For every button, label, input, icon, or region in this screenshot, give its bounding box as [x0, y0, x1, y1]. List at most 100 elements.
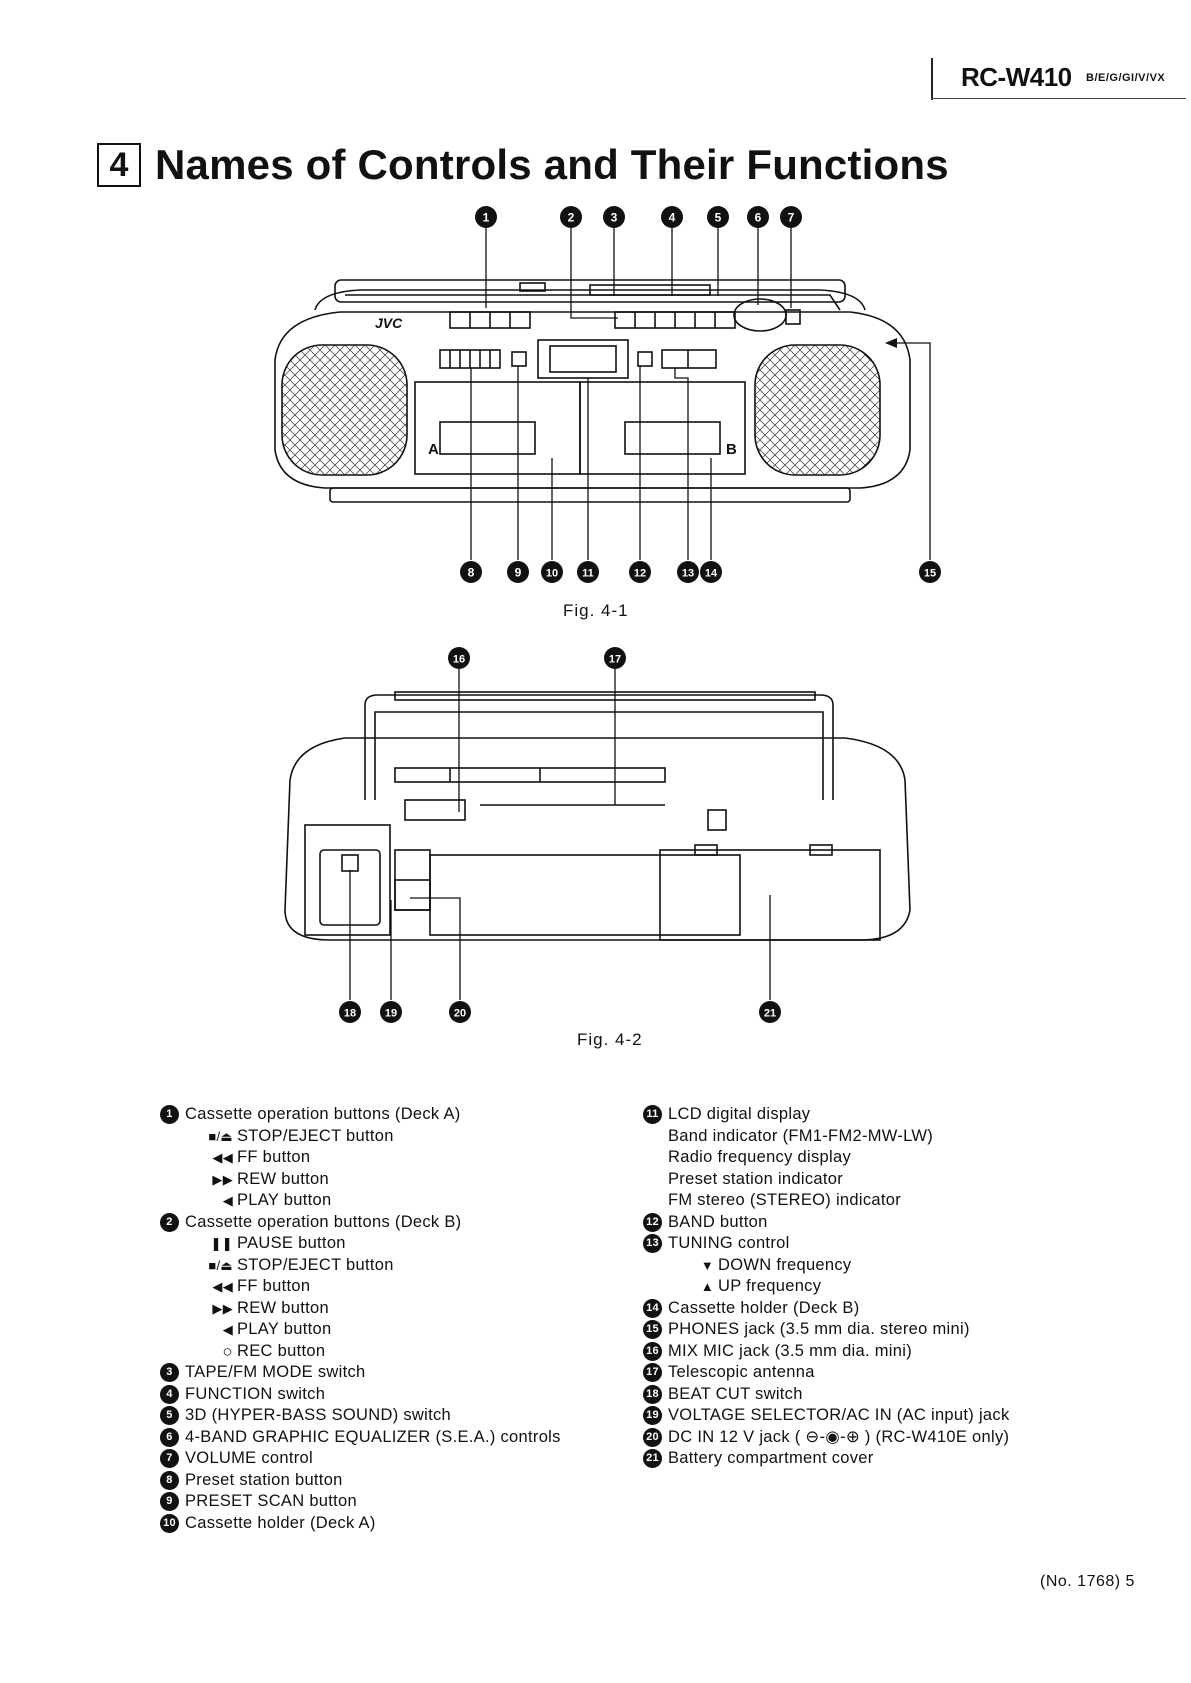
svg-text:1: 1	[483, 211, 490, 225]
svg-text:10: 10	[546, 568, 558, 580]
item-number-badge: 19	[643, 1406, 662, 1426]
item-text: TAPE/FM MODE switch	[185, 1363, 366, 1381]
item-text: STOP/EJECT button	[237, 1255, 394, 1274]
front-view-diagram: 1 2 3 4 5 6 7	[274, 206, 941, 583]
item-number-badge: 15	[643, 1320, 662, 1340]
item-number-badge: 18	[643, 1384, 662, 1404]
callout-9: 9	[507, 366, 529, 583]
svg-text:5: 5	[715, 211, 722, 225]
svg-text:6: 6	[755, 211, 762, 225]
svg-text:11: 11	[582, 568, 594, 580]
item-text: FF button	[237, 1148, 311, 1166]
item-text: FUNCTION switch	[185, 1384, 326, 1403]
down-arrow-icon: ▼	[700, 1257, 714, 1273]
item-text: Battery compartment cover	[668, 1449, 874, 1467]
item-number-badge: 12	[643, 1212, 662, 1232]
item-text: UP frequency	[718, 1277, 822, 1295]
page-number: 5	[1125, 1573, 1135, 1590]
deck-b-letter: B	[726, 441, 737, 458]
callout-2: 2	[560, 206, 618, 319]
item-number-badge: 6	[160, 1427, 179, 1447]
list-item: ◀PLAY button	[160, 1319, 561, 1341]
list-item: 4 FUNCTION switch	[160, 1384, 561, 1406]
svg-text:14: 14	[705, 568, 718, 580]
svg-text:9: 9	[515, 566, 522, 580]
list-item: Preset station indicator	[643, 1169, 1010, 1191]
item-text: Preset station indicator	[668, 1169, 844, 1188]
model-variants: B/E/G/GI/V/VX	[1086, 72, 1166, 84]
record-icon: ○	[222, 1341, 233, 1361]
callouts-rear-top: 16 17	[448, 647, 626, 812]
item-text: STOP/EJECT button	[237, 1126, 394, 1145]
list-item: 3 TAPE/FM MODE switch	[160, 1362, 561, 1384]
list-item: ◀ PLAY button	[160, 1190, 561, 1212]
list-item: ◀◀FF button	[160, 1276, 561, 1298]
rear-view-diagram: 16 17 18	[284, 647, 911, 1023]
item-text: REW button	[237, 1169, 329, 1188]
header-rule	[931, 98, 1186, 99]
fast-forward-icon: ◀◀	[212, 1279, 233, 1294]
svg-text:3: 3	[611, 211, 618, 225]
item-number-badge: 13	[643, 1234, 662, 1254]
section-title: Names of Controls and Their Functions	[155, 141, 949, 188]
controls-list-left: 1 Cassette operation buttons (Deck A) ■/⏏…	[160, 1104, 561, 1534]
item-text: Band indicator (FM1-FM2-MW-LW)	[668, 1126, 934, 1145]
item-text: MIX MIC jack (3.5 mm dia. mini)	[668, 1341, 912, 1360]
stop-eject-icon: ■/⏏	[208, 1257, 233, 1273]
list-item: ▶▶REW button	[160, 1298, 561, 1320]
list-item: ○REC button	[160, 1341, 561, 1363]
svg-text:17: 17	[609, 654, 621, 666]
svg-text:4: 4	[669, 211, 676, 225]
item-number-badge: 21	[643, 1449, 662, 1469]
item-number-badge: 4	[160, 1384, 179, 1404]
list-item: ❚❚PAUSE button	[160, 1233, 561, 1255]
fast-forward-icon: ◀◀	[212, 1150, 233, 1165]
svg-text:19: 19	[385, 1008, 397, 1020]
section-heading: 4 Names of Controls and Their Functions	[97, 140, 949, 190]
item-text: PLAY button	[237, 1191, 332, 1209]
item-number-badge: 11	[643, 1105, 662, 1125]
list-item: Band indicator (FM1-FM2-MW-LW)	[643, 1126, 1010, 1148]
item-text: REW button	[237, 1298, 329, 1317]
svg-text:12: 12	[634, 568, 646, 580]
item-text: PLAY button	[237, 1320, 332, 1338]
list-item: 21 Battery compartment cover	[643, 1448, 1010, 1470]
callout-8: 8	[460, 368, 482, 583]
callout-10: 10	[541, 458, 563, 583]
list-item: ■/⏏STOP/EJECT button	[160, 1255, 561, 1277]
item-text: PAUSE button	[237, 1234, 346, 1252]
item-text: BAND button	[668, 1212, 768, 1231]
item-number-badge: 3	[160, 1363, 179, 1383]
model-number: RC-W410	[961, 62, 1072, 92]
item-text: 3D (HYPER-BASS SOUND) switch	[185, 1406, 452, 1424]
callout-19: 19	[380, 900, 402, 1023]
list-item: ◀◀ FF button	[160, 1147, 561, 1169]
section-number: 4	[97, 143, 141, 187]
deck-a-letter: A	[428, 441, 439, 458]
fig2-caption: Fig. 4-2	[577, 1030, 643, 1049]
item-number-badge: 9	[160, 1492, 179, 1512]
stop-eject-icon: ■/⏏	[208, 1128, 233, 1144]
up-arrow-icon: ▲	[700, 1279, 714, 1294]
item-text: Cassette operation buttons (Deck A)	[185, 1105, 461, 1123]
list-item: ▲ UP frequency	[643, 1276, 1010, 1298]
callout-12: 12	[629, 366, 651, 583]
svg-text:21: 21	[764, 1008, 776, 1020]
play-icon: ◀	[222, 1193, 233, 1208]
list-item: FM stereo (STEREO) indicator	[643, 1190, 1010, 1212]
callout-13: 13	[674, 368, 699, 583]
callouts-rear-bottom: 18 19 20 21	[339, 870, 781, 1023]
item-number-badge: 16	[643, 1341, 662, 1361]
item-number-badge: 1	[160, 1105, 179, 1125]
list-item: 12 BAND button	[643, 1212, 1010, 1234]
callout-3: 3	[603, 206, 625, 296]
callout-14: 14	[700, 458, 722, 583]
